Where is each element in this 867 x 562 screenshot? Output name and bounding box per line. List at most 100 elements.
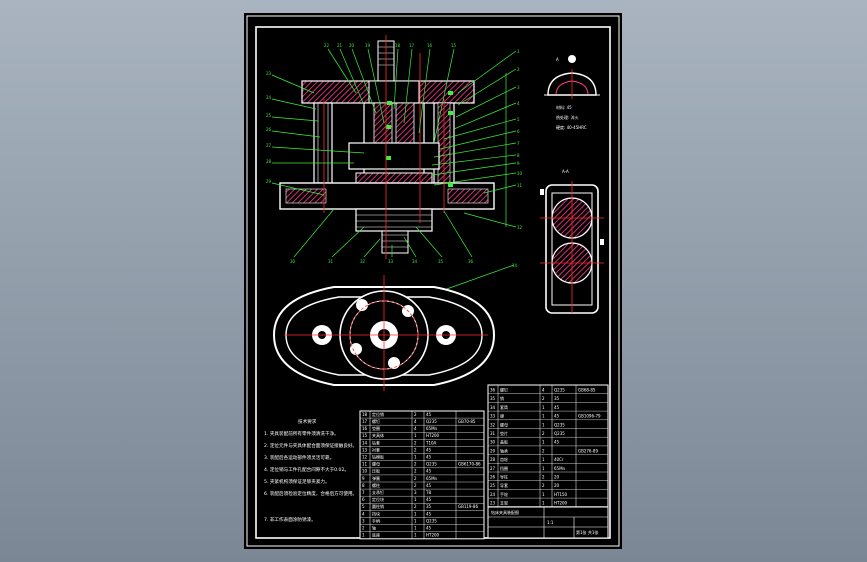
bom-cell: GB119-86 — [458, 504, 478, 509]
section-label: A-A — [562, 169, 569, 174]
bom-cell: 1 — [542, 466, 545, 471]
bom-cell: 6 — [362, 497, 365, 502]
bom-cell: 1 — [542, 492, 545, 497]
svg-text:35: 35 — [438, 259, 444, 264]
bom-cell: 销 — [500, 395, 504, 401]
tech-title: 技术要求 — [298, 418, 317, 425]
bom-cell: 9 — [362, 476, 365, 481]
bom-cell: 11 — [362, 462, 368, 467]
outer-frame — [246, 15, 620, 547]
bom-cell: 65Mn — [554, 466, 566, 471]
bom-cell: 螺钉 — [500, 387, 508, 393]
bom-cell: 螺柱 — [372, 482, 380, 488]
svg-text:24: 24 — [266, 95, 272, 100]
bom-cell: 定位块 — [372, 496, 384, 502]
detail-label: A — [556, 57, 559, 62]
bom-cell: 螺母 — [500, 421, 508, 427]
heat-treat-label: 热处理: 淬火 — [556, 114, 579, 120]
bom-cell: Q235 — [554, 431, 565, 436]
bom-cell: 1 — [542, 501, 545, 506]
bom-cell: 支承钉 — [372, 489, 384, 495]
bom-cell: 3 — [362, 518, 365, 523]
svg-text:10: 10 — [517, 171, 523, 176]
bom-cell: HT200 — [426, 533, 440, 538]
bom-cell: 2 — [542, 483, 545, 488]
bom-cell: 30 — [490, 440, 496, 445]
bom-cell: 4 — [542, 388, 545, 393]
bom-cell: 45 — [426, 412, 432, 417]
title-block: 钻床夹具装配图 1:1 第1张 共1张 — [487, 506, 609, 539]
bom-cell: 35 — [426, 504, 432, 509]
bom-cell: 1 — [414, 518, 417, 523]
bom-cell: 13 — [362, 447, 368, 452]
bom-cell: 32 — [490, 422, 496, 427]
technical-requirements: 技术要求 1. 夹具装配前所有零件须清洗干净。 2. 定位元件与夹具体配合面须保… — [264, 418, 357, 523]
bom-cell: 2 — [414, 462, 417, 467]
bom-cell: 齿轮 — [500, 456, 508, 462]
tech-note: 4. 定位销与工件孔配合间隙不大于0.02。 — [264, 466, 349, 473]
bom-cell: 衬套 — [372, 446, 380, 452]
bom-cell: 钻模板 — [372, 454, 384, 460]
bom-cell: 挡圈 — [500, 465, 508, 471]
bom-cell: 16 — [362, 426, 368, 431]
svg-text:5: 5 — [517, 117, 520, 122]
bom-cell: 1 — [542, 414, 545, 419]
bom-cell: 5 — [362, 504, 365, 509]
bom-cell: 23 — [490, 501, 496, 506]
bom-cell: 10 — [362, 469, 368, 474]
bom-cell: 4 — [414, 419, 417, 424]
svg-text:28: 28 — [266, 159, 272, 164]
bom-cell: 7 — [362, 490, 365, 495]
bom-cell: 盖板 — [500, 439, 508, 445]
drawing-name: 钻床夹具装配图 — [491, 509, 519, 515]
bom-cell: 垫片 — [500, 430, 508, 436]
bom-cell: 15 — [362, 433, 368, 438]
bom-cell: 钻套 — [372, 439, 380, 445]
bom-cell: Q235 — [554, 388, 565, 393]
bom-cell: 27 — [490, 466, 496, 471]
svg-text:12: 12 — [517, 225, 523, 230]
bom-cell: 手轮 — [500, 491, 508, 497]
bom-cell: 2 — [362, 526, 365, 531]
material-label: 材料: 45 — [556, 104, 572, 110]
bom-cell: 1 — [542, 422, 545, 427]
section-view-aa: A-A — [540, 169, 604, 314]
bom-cell: Q235 — [426, 462, 437, 467]
svg-text:2: 2 — [517, 67, 520, 72]
bom-cell: GB70-85 — [458, 419, 476, 424]
bom-cell: 压板 — [372, 468, 380, 474]
bom-cell: 24 — [490, 492, 496, 497]
bom-cell: 弹簧 — [372, 475, 380, 481]
bom-cell: HT200 — [426, 433, 440, 438]
bom-cell: 夹具体 — [372, 432, 384, 438]
svg-text:17: 17 — [409, 43, 415, 48]
bom-cell: 45 — [426, 497, 432, 502]
svg-text:21: 21 — [337, 43, 343, 48]
bom-cell: 18 — [362, 412, 368, 417]
bom-cell: 1 — [542, 405, 545, 410]
bom-cell: 45 — [426, 455, 432, 460]
bom-cell: T10A — [425, 440, 437, 445]
bom-cell: 34 — [490, 405, 496, 410]
bom-cell: 1 — [414, 533, 417, 538]
bom-cell: T8 — [425, 490, 431, 495]
svg-text:27: 27 — [266, 143, 272, 148]
svg-text:4: 4 — [517, 101, 520, 106]
bom-cell: 35 — [554, 396, 560, 401]
bom-cell: 导套 — [500, 482, 508, 488]
bom-cell: Q235 — [426, 419, 437, 424]
bom-cell: 20 — [554, 475, 560, 480]
bom-cell: 2 — [414, 469, 417, 474]
bom-cell: 25 — [490, 483, 496, 488]
bom-cell: 45 — [426, 483, 432, 488]
bom-cell: GB68-85 — [578, 388, 596, 393]
bom-cell: 45 — [426, 447, 432, 452]
bom-cell: 1 — [542, 457, 545, 462]
bom-cell: 1 — [414, 526, 417, 531]
svg-text:1: 1 — [517, 49, 520, 54]
bom-cell: 1 — [414, 433, 417, 438]
bom-cell: 1 — [414, 455, 417, 460]
